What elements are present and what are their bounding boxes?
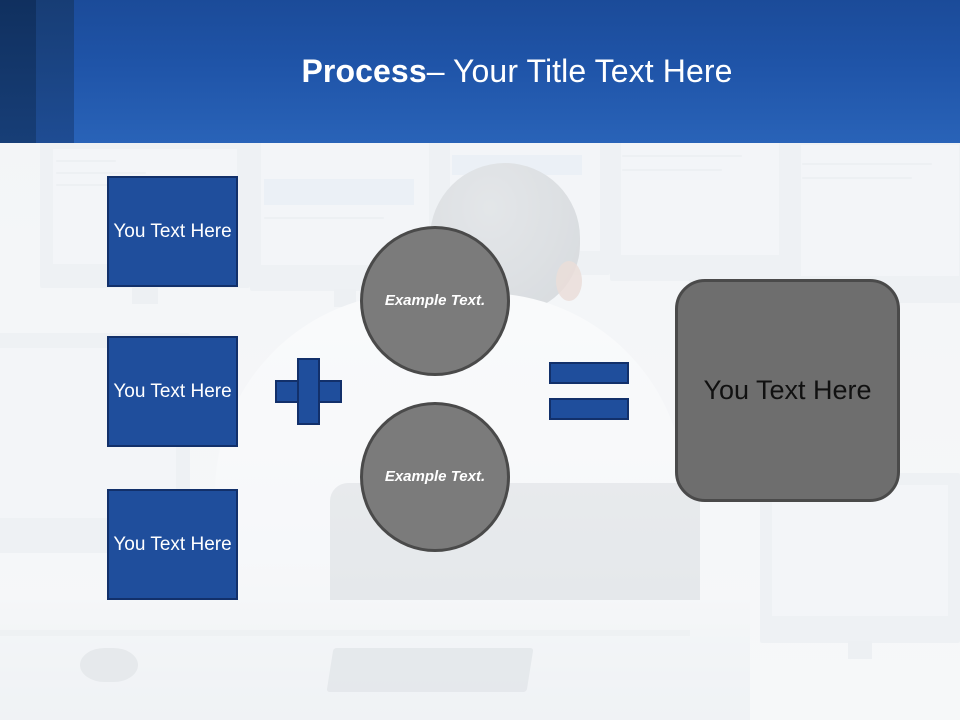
result-box[interactable]: You Text Here (675, 279, 900, 502)
title-bar: Process – Your Title Text Here (0, 0, 960, 143)
page-title: Process – Your Title Text Here (74, 0, 960, 143)
input-box-1[interactable]: You Text Here (107, 176, 238, 287)
input-box-3[interactable]: You Text Here (107, 489, 238, 600)
page-title-bold: Process (301, 53, 427, 89)
title-bar-accent-dark (0, 0, 36, 143)
example-circle-1[interactable]: Example Text. (360, 226, 510, 376)
equals-icon (549, 362, 629, 420)
example-circle-2[interactable]: Example Text. (360, 402, 510, 552)
equals-icon-bottom-bar (549, 398, 629, 420)
title-bar-background (0, 0, 960, 143)
plus-icon (275, 358, 342, 425)
title-bar-accent-mid (36, 0, 74, 143)
page-title-rest: – Your Title Text Here (426, 53, 733, 89)
plus-icon-vertical-bar (297, 358, 320, 425)
input-box-2[interactable]: You Text Here (107, 336, 238, 447)
equals-icon-top-bar (549, 362, 629, 384)
